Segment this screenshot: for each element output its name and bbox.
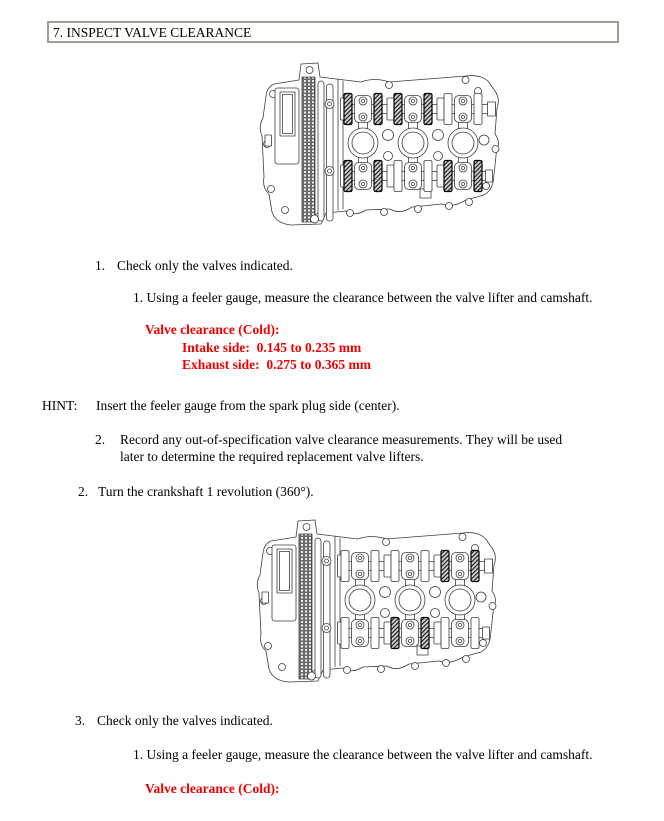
cylinder-head-line-art <box>259 62 500 226</box>
camshaft-intake <box>337 549 493 583</box>
cam-lobe-pair-top-1 <box>343 92 383 126</box>
cam-lobe-pair-top-2 <box>390 550 430 582</box>
camshaft-exhaust <box>337 616 490 650</box>
timing-chain-assembly <box>264 76 344 224</box>
cam-lobe-pair-bottom-1 <box>343 159 383 193</box>
timing-chain-assembly <box>261 533 341 681</box>
substep-3-1-text: 1. Using a feeler gauge, measure the cle… <box>133 747 593 762</box>
hint-text: Insert the feeler gauge from the spark p… <box>96 398 400 413</box>
substep-1-1-text: 1. Using a feeler gauge, measure the cle… <box>133 290 593 305</box>
step-1-text: Check only the valves indicated. <box>117 258 293 273</box>
spec-title-2: Valve clearance (Cold): <box>145 781 280 796</box>
step-1-number: 1. <box>95 258 106 273</box>
cam-lobe-pair-top-2 <box>393 92 433 126</box>
substep-2-line2: later to determine the required replacem… <box>120 449 424 464</box>
cam-lobe-pair-top-1 <box>340 550 380 582</box>
cam-lobe-pair-top-3 <box>440 549 480 583</box>
cylinder-head-line-art <box>256 519 497 683</box>
cam-lobe-pair-top-3 <box>443 93 483 125</box>
cam-lobe-pair-bottom-1 <box>340 617 380 649</box>
step-3-text: Check only the valves indicated. <box>97 713 273 728</box>
hint-label: HINT: <box>42 398 78 413</box>
step-3-number: 3. <box>75 713 86 728</box>
camshaft-exhaust <box>340 159 493 193</box>
substep-2-number: 2. <box>95 432 106 447</box>
step-2-number: 2. <box>78 484 89 499</box>
spec-title-1: Valve clearance (Cold): <box>145 322 280 337</box>
spec-intake: Intake side: 0.145 to 0.235 mm <box>182 340 362 355</box>
spec-exhaust: Exhaust side: 0.275 to 0.365 mm <box>182 357 372 372</box>
cam-lobe-pair-bottom-2 <box>390 616 430 650</box>
cam-lobe-pair-bottom-2 <box>393 160 433 192</box>
camshaft-intake <box>340 92 496 126</box>
cylinder-head-diagram-1 <box>243 60 501 233</box>
section-title: 7. INSPECT VALVE CLEARANCE <box>53 25 252 40</box>
cam-lobe-pair-bottom-3 <box>443 159 483 193</box>
cylinder-head-diagram-2 <box>240 517 498 690</box>
step-2-text: Turn the crankshaft 1 revolution (360°). <box>98 484 314 499</box>
substep-2-line1: Record any out-of-specification valve cl… <box>120 432 563 447</box>
cam-lobe-pair-bottom-3 <box>440 617 480 649</box>
spark-plug-tubes <box>344 579 487 656</box>
section-header: 7. INSPECT VALVE CLEARANCE <box>47 21 619 43</box>
